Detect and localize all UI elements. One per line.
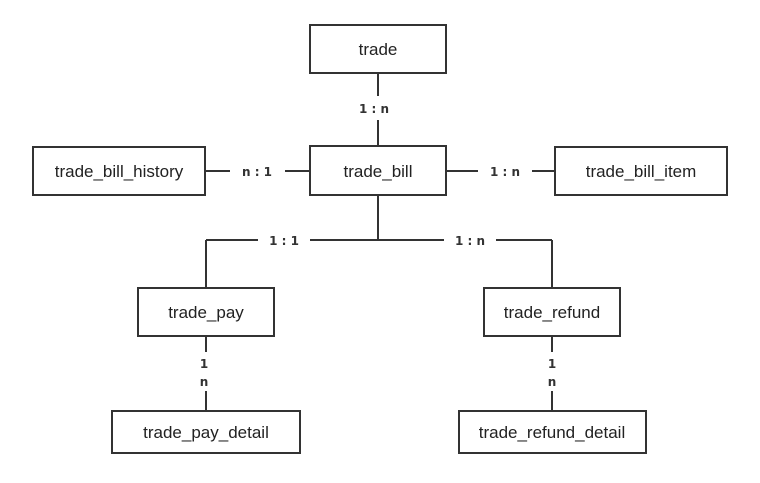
entity-trade-pay[interactable]: trade_pay — [137, 287, 275, 337]
entity-trade[interactable]: trade — [309, 24, 447, 74]
entity-trade-bill-item-label: trade_bill_item — [586, 162, 697, 181]
entity-trade-refund-detail-frame — [458, 410, 647, 454]
entity-trade-bill-history[interactable]: trade_bill_history — [32, 146, 206, 196]
relation-label-pay-detail-many: n — [200, 375, 209, 389]
entity-trade-refund-frame — [483, 287, 621, 337]
entity-trade-bill-label: trade_bill — [344, 162, 413, 181]
entity-trade-refund-label: trade_refund — [504, 303, 600, 322]
entity-trade-bill-history-frame — [32, 146, 206, 196]
relation-label-bill-refund: 1 : n — [455, 234, 485, 248]
entity-trade-label: trade — [359, 40, 398, 59]
entity-trade-bill-frame — [309, 145, 447, 196]
entity-trade-pay-detail[interactable]: trade_pay_detail — [111, 410, 301, 454]
entity-trade-refund-detail-label: trade_refund_detail — [479, 423, 626, 442]
relation-label-bill-pay: 1 : 1 — [269, 234, 299, 248]
relation-label-bill-item: 1 : n — [490, 165, 520, 179]
relation-label-refund-detail-one: 1 — [548, 357, 556, 371]
entity-trade-refund[interactable]: trade_refund — [483, 287, 621, 337]
entity-trade-bill[interactable]: trade_bill — [309, 145, 447, 196]
relation-label-trade-bill: 1 : n — [359, 102, 389, 116]
entity-trade-bill-item[interactable]: trade_bill_item — [554, 146, 728, 196]
connectors — [205, 73, 555, 411]
relation-label-pay-detail-one: 1 — [200, 357, 208, 371]
entity-trade-pay-label: trade_pay — [168, 303, 244, 322]
entity-trade-bill-history-label: trade_bill_history — [55, 162, 184, 181]
entity-trade-bill-item-frame — [554, 146, 728, 196]
entity-trade-pay-detail-label: trade_pay_detail — [143, 423, 269, 442]
entity-trade-pay-frame — [137, 287, 275, 337]
entity-trade-frame — [309, 24, 447, 74]
entity-trade-refund-detail[interactable]: trade_refund_detail — [458, 410, 647, 454]
relation-label-refund-detail-many: n — [548, 375, 557, 389]
relationship-labels: 1 : n n : 1 1 : n 1 : 1 1 : n 1 n 1 n — [200, 102, 557, 389]
entity-trade-pay-detail-frame — [111, 410, 301, 454]
relation-label-history-bill: n : 1 — [242, 165, 272, 179]
